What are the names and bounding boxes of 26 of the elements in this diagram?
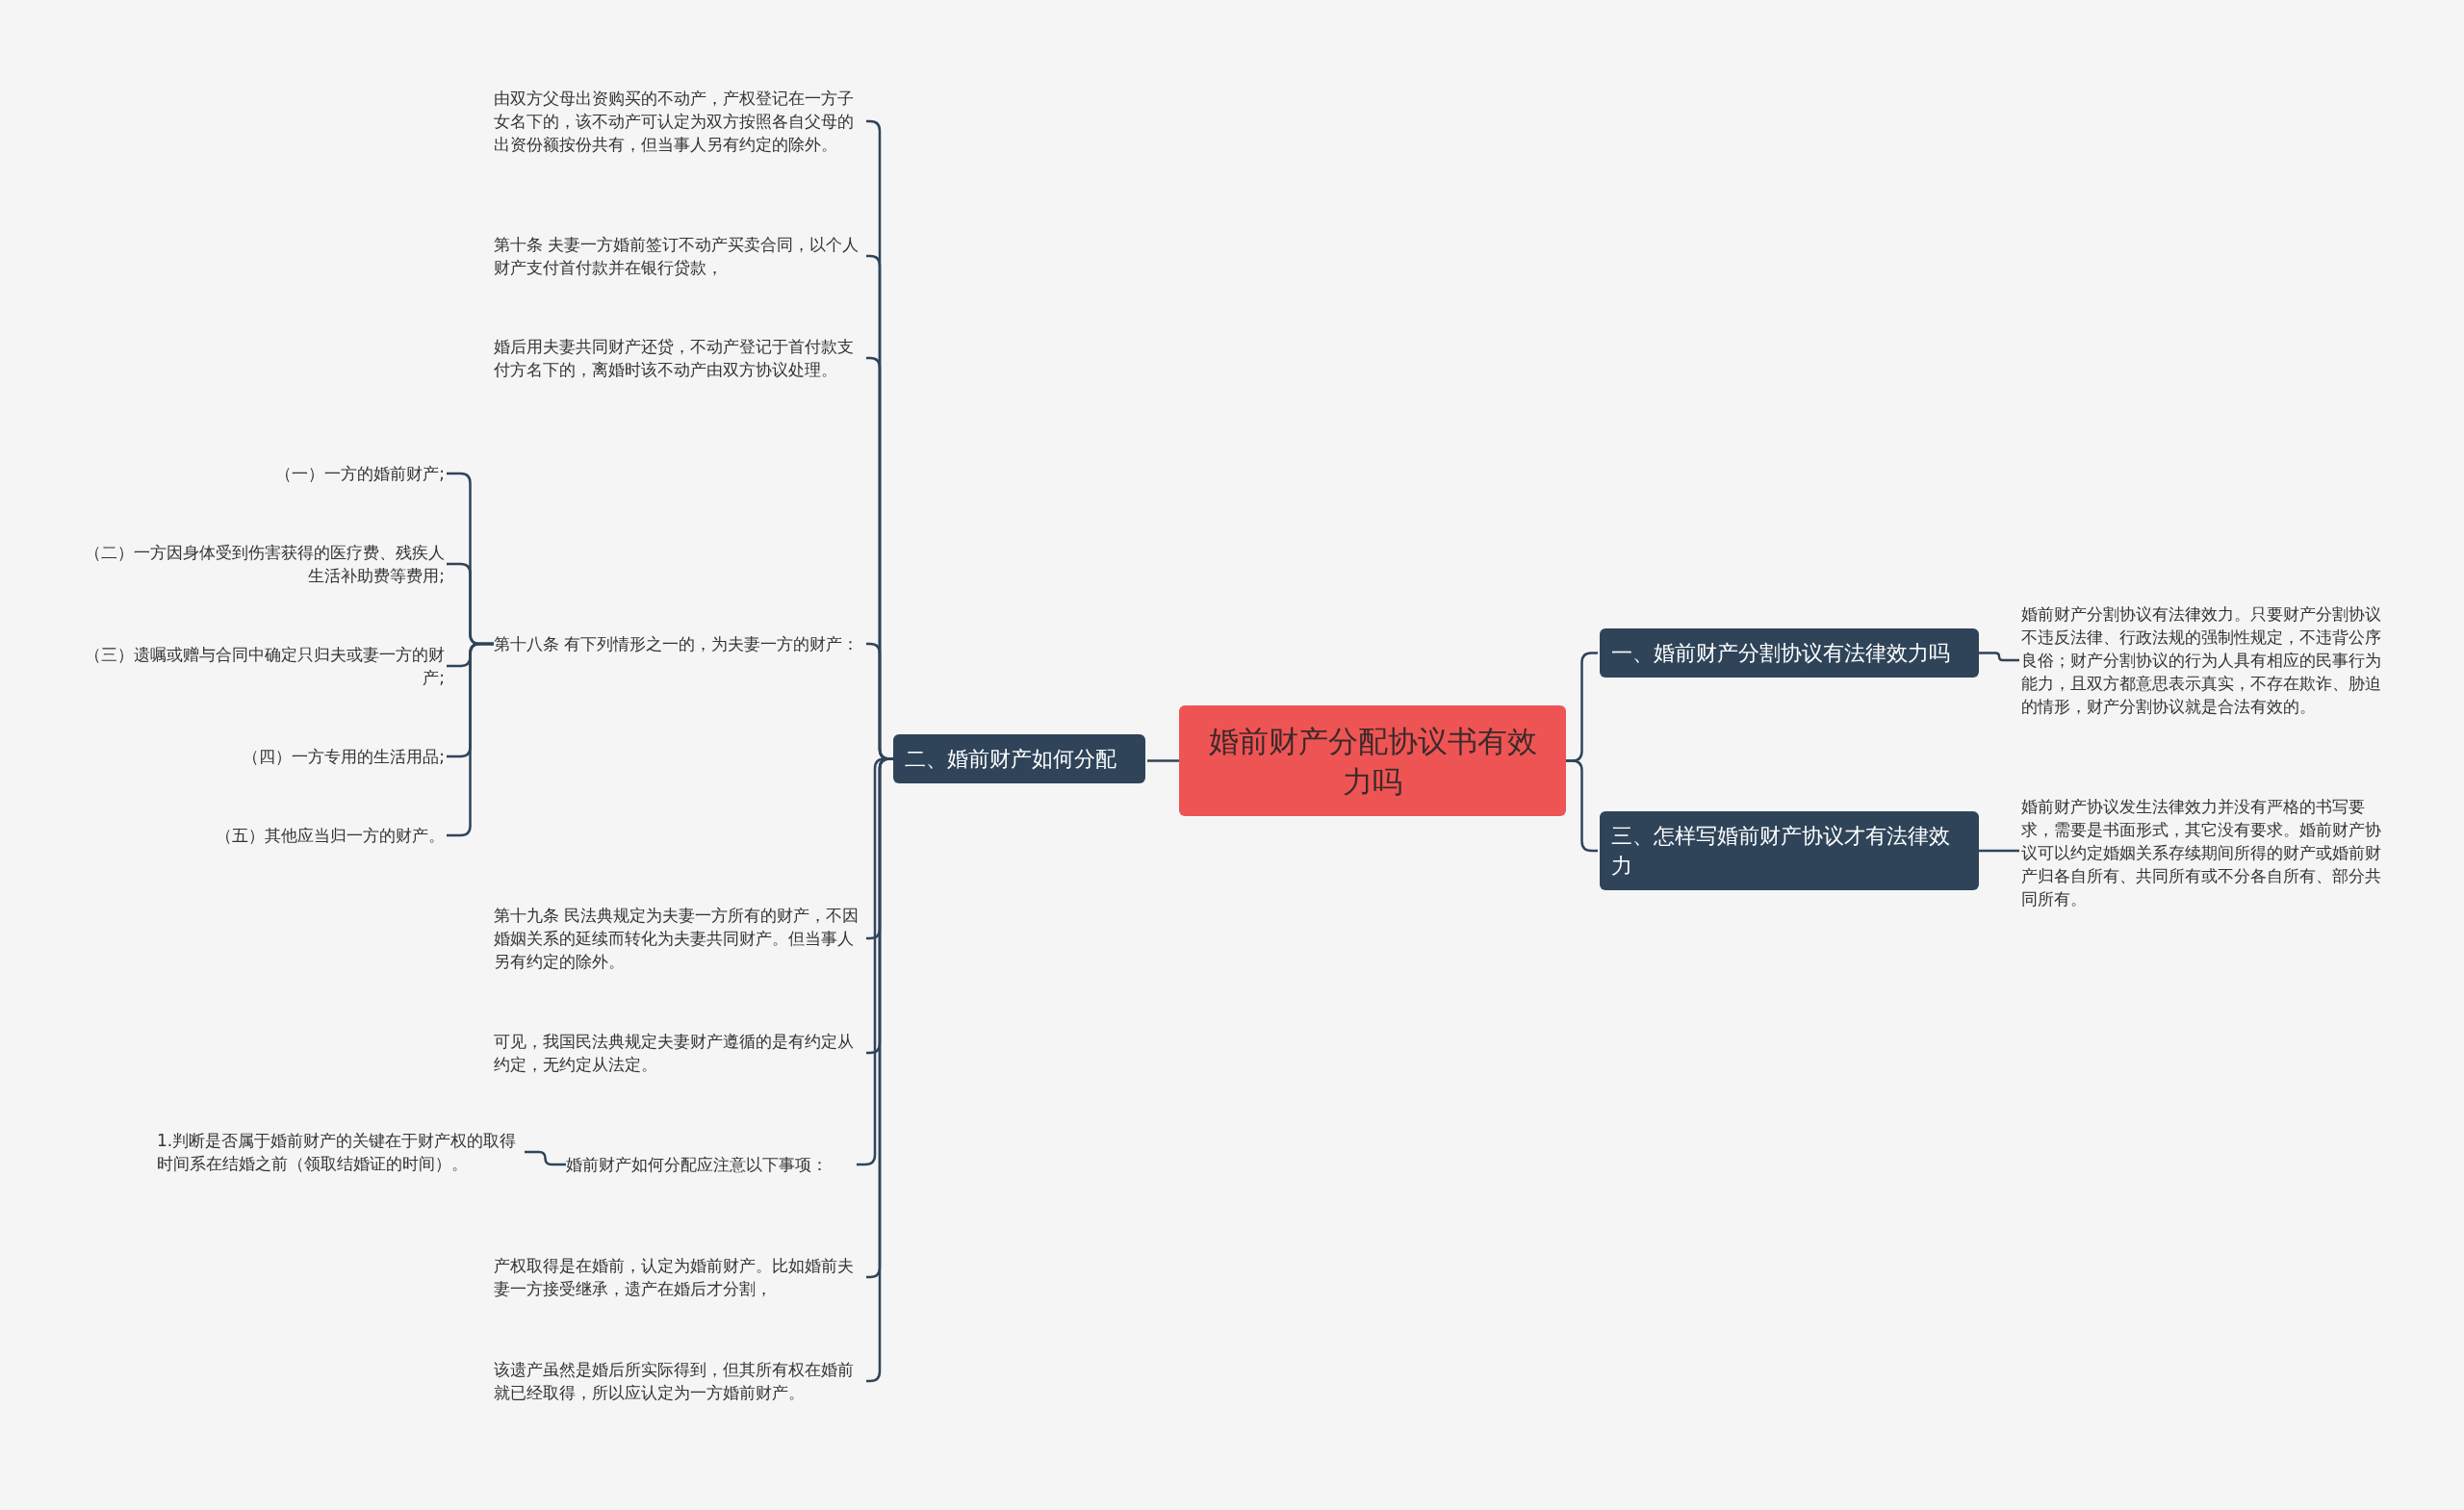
note-text: （二）一方因身体受到伤害获得的医疗费、残疾人生活补助费等费用; xyxy=(77,541,445,587)
note-text: 第十条 夫妻一方婚前签订不动产买卖合同，以个人财产支付首付款并在银行贷款， xyxy=(494,233,864,279)
note-text: （四）一方专用的生活用品; xyxy=(221,745,445,768)
note-text: （一）一方的婚前财产; xyxy=(241,462,445,485)
note-text: 产权取得是在婚前，认定为婚前财产。比如婚前夫妻一方接受继承，遗产在婚后才分割， xyxy=(494,1254,864,1300)
connector-line xyxy=(1147,759,1179,762)
central-topic-box: 婚前财产分配协议书有效力吗 xyxy=(1179,705,1566,816)
note-text: 婚前财产协议发生法律效力并没有严格的书写要求，需要是书面形式，其它没有要求。婚前财产协议可以约定婚姻关系存续期间所得的财产或婚前财产归各自所有、共同所有或不分各自所有、部分共同所有。 xyxy=(2021,795,2392,910)
note-text: 可见，我国民法典规定夫妻财产遵循的是有约定从约定，无约定从法定。 xyxy=(494,1030,864,1076)
note-text: 婚后用夫妻共同财产还贷，不动产登记于首付款支付方名下的，离婚时该不动产由双方协议处理。 xyxy=(494,335,864,381)
note-text: 婚前财产如何分配应注意以下事项： xyxy=(566,1153,855,1176)
note-text: 该遗产虽然是婚后所实际得到，但其所有权在婚前就已经取得，所以应认定为一方婚前财产。 xyxy=(494,1358,864,1404)
note-text: 婚前财产分割协议有法律效力。只要财产分割协议不违反法律、行政法规的强制性规定，不违背公序良俗；财产分割协议的行为人具有相应的民事行为能力，且双方都意思表示真实，不存在欺诈、胁迫的情形，财产分割协议就是合法有效的。 xyxy=(2021,602,2392,718)
connector-line xyxy=(525,1150,566,1166)
connector-line xyxy=(1566,759,1598,853)
branch-topic-box: 一、婚前财产分割协议有法律效力吗 xyxy=(1600,628,1979,678)
note-text: 由双方父母出资购买的不动产，产权登记在一方子女名下的，该不动产可认定为双方按照各自父母的出资份额按份共有，但当事人另有约定的除外。 xyxy=(494,87,864,156)
connector-line xyxy=(1979,849,2019,853)
note-text: 第十九条 民法典规定为夫妻一方所有的财产，不因婚姻关系的延续而转化为夫妻共同财产。但当事人另有约定的除外。 xyxy=(494,904,864,973)
note-text: 第十八条 有下列情形之一的，为夫妻一方的财产： xyxy=(494,632,864,655)
note-text: （三）遗嘱或赠与合同中确定只归夫或妻一方的财产; xyxy=(77,643,445,689)
connector-line xyxy=(1979,652,2019,662)
branch-topic-box: 三、怎样写婚前财产协议才有法律效力 xyxy=(1600,811,1979,890)
branch-topic-box: 二、婚前财产如何分配 xyxy=(893,734,1145,783)
note-text: 1.判断是否属于婚前财产的关键在于财产权的取得时间系在结婚之前（领取结婚证的时间）。 xyxy=(157,1129,523,1175)
note-text: （五）其他应当归一方的财产。 xyxy=(183,824,445,847)
